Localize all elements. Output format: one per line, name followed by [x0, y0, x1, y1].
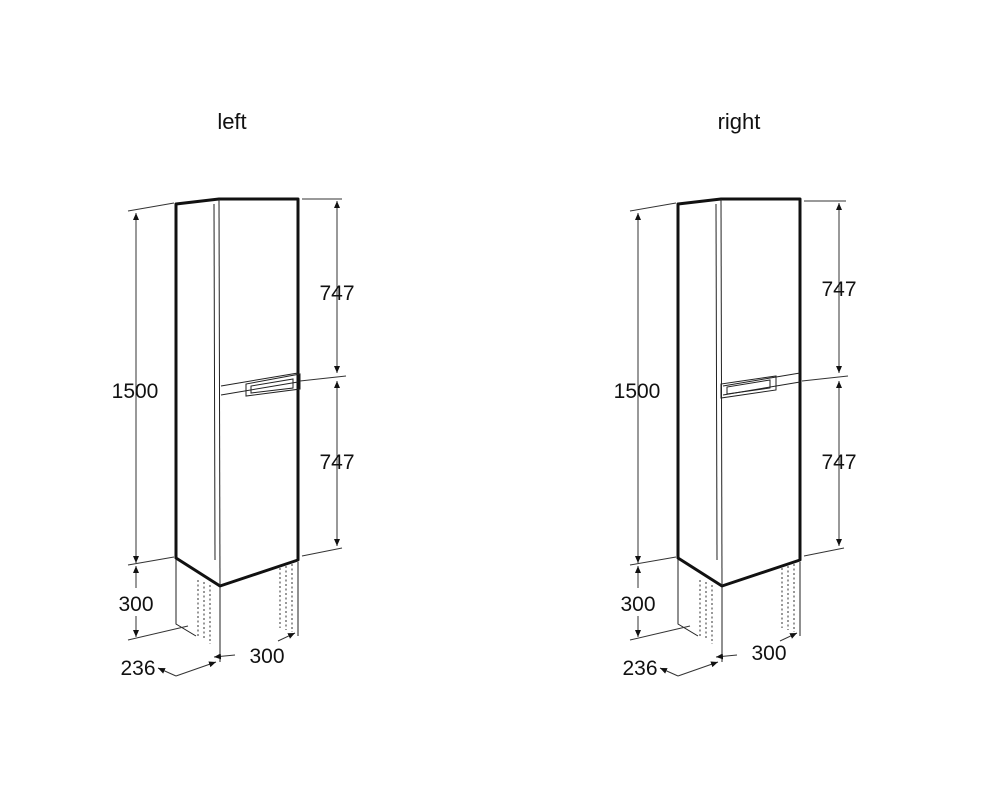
cabinet-left-view: left: [112, 109, 355, 680]
leg-height-label: 300: [118, 593, 153, 616]
lower-door-height-label: 747: [319, 451, 354, 474]
depth-label: 236: [622, 657, 657, 680]
door-handle-right: [720, 375, 777, 399]
dimension-lines-left: [127, 198, 347, 677]
cabinet-right-view: right: [614, 109, 857, 680]
cabinet-body-left: [174, 197, 300, 588]
width-label: 300: [751, 642, 786, 665]
dimension-labels-left: 1500 747 747 300 236 300: [112, 282, 355, 680]
view-title-right: right: [718, 109, 761, 134]
leg-height-label: 300: [620, 593, 655, 616]
door-handle-left: [245, 373, 301, 397]
dimension-labels-right: 1500 747 747 300 236 300: [614, 278, 857, 680]
height-total-label: 1500: [112, 380, 159, 403]
cabinet-legs-right: [677, 558, 801, 662]
upper-door-height-label: 747: [821, 278, 856, 301]
lower-door-height-label: 747: [821, 451, 856, 474]
view-title-left: left: [217, 109, 246, 134]
width-label: 300: [249, 645, 284, 668]
cabinet-legs-left: [175, 558, 299, 662]
height-total-label: 1500: [614, 380, 661, 403]
depth-label: 236: [120, 657, 155, 680]
dimension-lines-right: [629, 200, 849, 677]
upper-door-height-label: 747: [319, 282, 354, 305]
